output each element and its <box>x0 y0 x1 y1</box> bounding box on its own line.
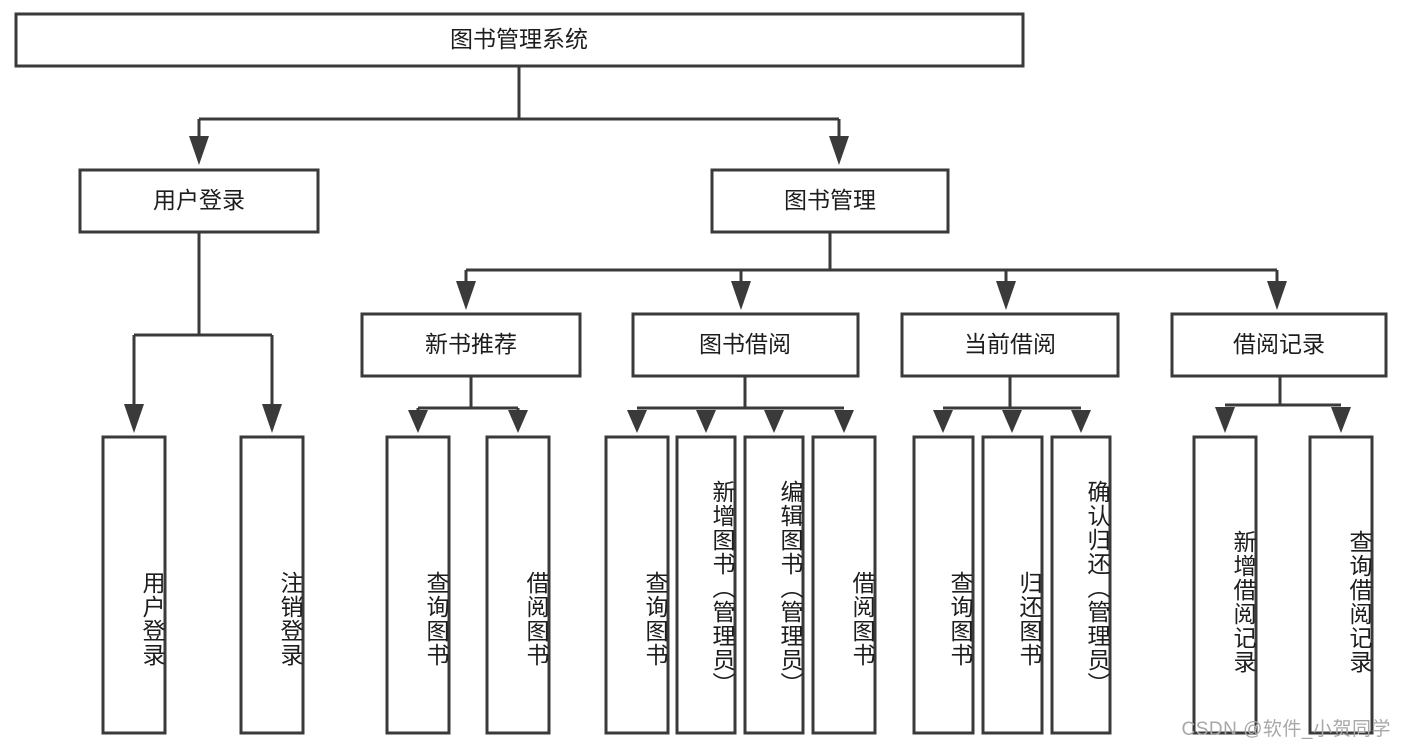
csdn-watermark: CSDN @软件_小贺同学 <box>1181 719 1391 740</box>
connector-root-to-level2 <box>189 66 849 165</box>
arrowhead-icon <box>508 410 528 433</box>
arrowhead-icon <box>1215 407 1235 433</box>
arrowhead-icon <box>731 281 751 310</box>
connector-borrowrecord-to-leaves <box>1215 376 1351 433</box>
node-user-login[interactable]: 用户登录 <box>78 168 320 234</box>
node-leaf-user-logout-box[interactable] <box>239 435 305 735</box>
node-root[interactable]: 图书管理系统 <box>14 12 1025 68</box>
node-book-manage[interactable]: 图书管理 <box>710 168 950 234</box>
arrowhead-icon <box>408 410 428 433</box>
node-borrow-record-label: 借阅记录 <box>1233 331 1325 357</box>
node-borrow-record-box[interactable] <box>1170 312 1388 378</box>
node-current-borrow[interactable]: 当前借阅 <box>900 312 1120 378</box>
arrowhead-icon <box>696 410 716 433</box>
arrowhead-icon <box>834 410 854 433</box>
node-leaf-query-book-3-box[interactable] <box>912 435 975 735</box>
node-leaf-query-record-box[interactable] <box>1308 435 1374 735</box>
node-root-label: 图书管理系统 <box>450 26 588 52</box>
arrowhead-icon <box>627 410 647 433</box>
arrowhead-icon <box>1267 281 1287 310</box>
arrowhead-icon <box>262 404 282 433</box>
node-leaf-add-book-box[interactable] <box>675 435 737 735</box>
connector-userlogin-to-leaves <box>124 232 282 433</box>
node-current-borrow-box[interactable] <box>900 312 1120 378</box>
arrowhead-icon <box>933 410 953 433</box>
node-current-borrow-label: 当前借阅 <box>964 331 1056 357</box>
node-user-login-box[interactable] <box>78 168 320 234</box>
node-leaf-add-record-box[interactable] <box>1192 435 1258 735</box>
connector-bookmanage-to-level3 <box>456 232 1287 310</box>
node-book-borrow[interactable]: 图书借阅 <box>631 312 860 378</box>
node-leaf-borrow-book-1-box[interactable] <box>485 435 551 735</box>
arrowhead-icon <box>189 136 209 165</box>
node-book-manage-label: 图书管理 <box>784 187 876 213</box>
node-leaf-borrow-book-2-box[interactable] <box>811 435 877 735</box>
leaf-boxes <box>101 435 1374 735</box>
arrowhead-icon <box>1002 410 1022 433</box>
node-user-login-label: 用户登录 <box>153 187 245 213</box>
node-leaf-return-book-box[interactable] <box>981 435 1044 735</box>
connector-bookborrow-to-leaves <box>627 376 854 433</box>
node-root-box[interactable] <box>14 12 1025 68</box>
node-new-book-recommend-box[interactable] <box>360 312 582 378</box>
node-leaf-query-book-1-box[interactable] <box>385 435 451 735</box>
arrowhead-icon <box>1331 407 1351 433</box>
node-borrow-record[interactable]: 借阅记录 <box>1170 312 1388 378</box>
arrowhead-icon <box>764 410 784 433</box>
connector-newbook-to-leaves <box>408 376 528 433</box>
arrowhead-icon <box>996 281 1016 310</box>
node-leaf-edit-book-box[interactable] <box>743 435 805 735</box>
arrowhead-icon <box>829 136 849 165</box>
node-leaf-query-book-2-box[interactable] <box>604 435 670 735</box>
node-book-borrow-box[interactable] <box>631 312 860 378</box>
node-book-manage-box[interactable] <box>710 168 950 234</box>
arrowhead-icon <box>456 281 476 310</box>
node-new-book-recommend-label: 新书推荐 <box>425 331 517 357</box>
arrowhead-icon <box>124 404 144 433</box>
node-leaf-user-login-box[interactable] <box>101 435 167 735</box>
connector-currentborrow-to-leaves <box>933 376 1091 433</box>
node-new-book-recommend[interactable]: 新书推荐 <box>360 312 582 378</box>
node-book-borrow-label: 图书借阅 <box>699 331 791 357</box>
node-leaf-confirm-return-box[interactable] <box>1050 435 1112 735</box>
arrowhead-icon <box>1071 410 1091 433</box>
